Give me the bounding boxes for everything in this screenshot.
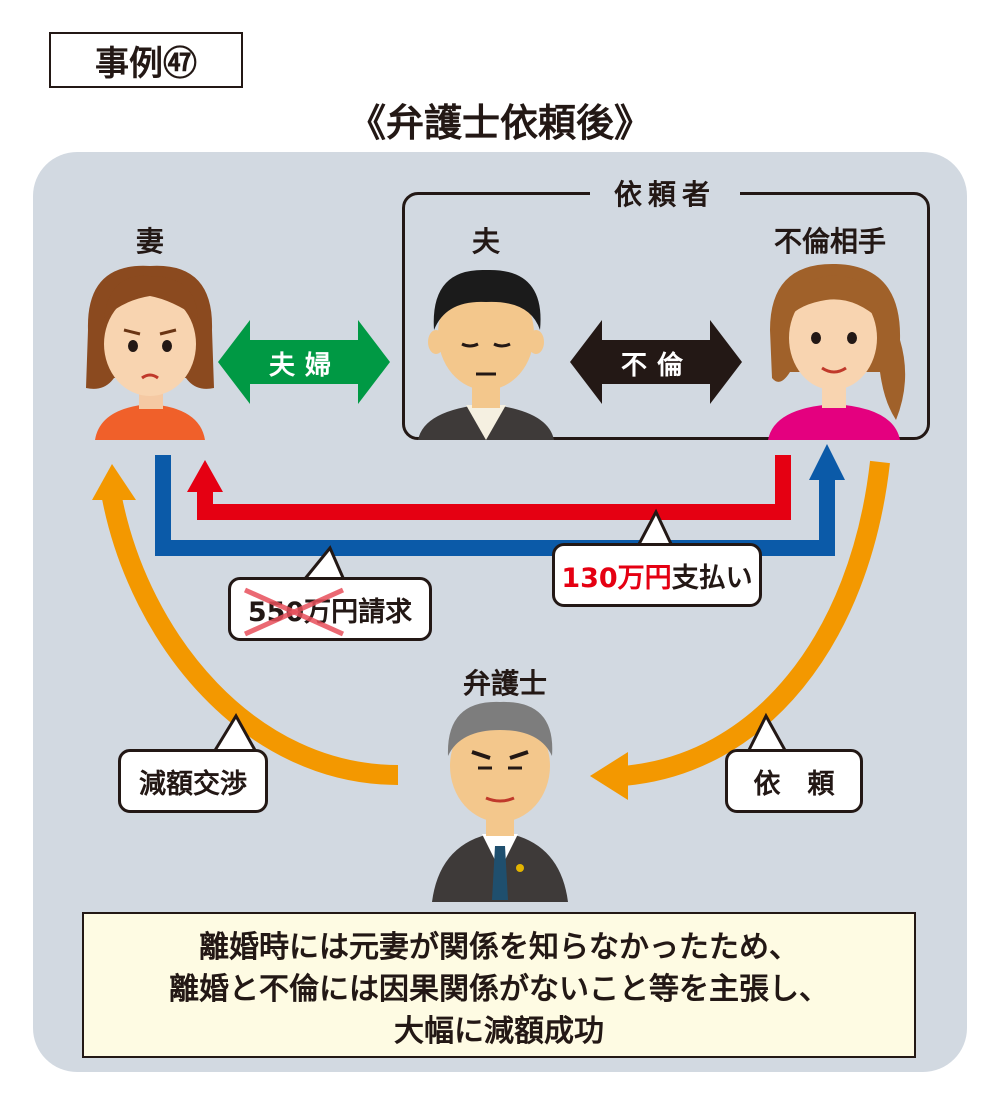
summary-box: 離婚時には元妻が関係を知らなかったため、 離婚と不倫には因果関係がないこと等を主… — [82, 912, 916, 1058]
couple-arrow-label: 夫婦 — [268, 351, 341, 381]
affair-arrow-label: 不倫 — [620, 351, 693, 381]
partner-figure — [768, 263, 906, 440]
negotiation-callout: 減額交渉 — [118, 749, 268, 813]
client-group-label: 依頼者 — [590, 176, 740, 214]
strikethrough-x-icon — [243, 587, 345, 637]
claim-arrow — [155, 444, 845, 556]
paid-suffix: 支払い — [671, 562, 753, 594]
summary-line-3: 大幅に減額成功 — [394, 1014, 604, 1049]
payment-arrow — [187, 455, 791, 520]
lawyer-to-wife-arrow — [92, 464, 399, 785]
couple-arrow — [218, 320, 390, 404]
husband-label: 夫 — [471, 225, 500, 258]
partner-to-lawyer-arrow — [590, 460, 890, 800]
request-callout: 依 頼 — [725, 749, 863, 813]
wife-figure — [86, 265, 214, 440]
payment-callout: 130万円支払い — [552, 543, 762, 607]
lawyer-figure — [432, 701, 568, 902]
affair-arrow — [570, 320, 742, 404]
wife-label: 妻 — [135, 225, 164, 258]
claim-suffix: 請求 — [358, 596, 413, 628]
husband-figure — [418, 269, 554, 440]
lawyer-label: 弁護士 — [462, 667, 547, 700]
page-title: 《弁護士依頼後》 — [347, 101, 652, 145]
summary-line-1: 離婚時には元妻が関係を知らなかったため、 — [199, 930, 799, 965]
claim-callout: 550万円請求 — [228, 577, 432, 641]
partner-label: 不倫相手 — [773, 225, 886, 258]
summary-line-2: 離婚と不倫には因果関係がないこと等を主張し、 — [169, 972, 829, 1007]
case-number-label: 事例㊼ — [49, 32, 243, 88]
paid-amount: 130万円 — [561, 562, 672, 594]
